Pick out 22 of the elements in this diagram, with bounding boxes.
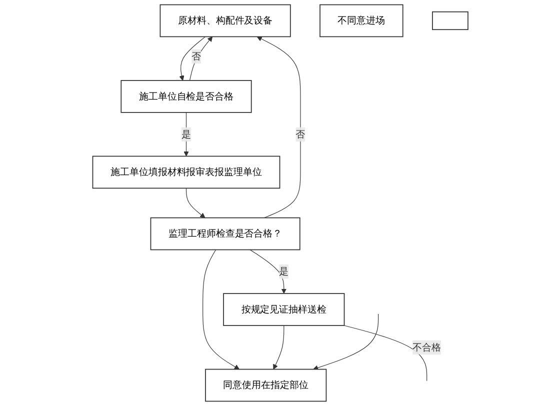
arrow — [186, 188, 205, 218]
connector — [344, 325, 427, 382]
node-box: 施工单位填报材料报审表报监理单位 — [92, 156, 280, 189]
edge-label: 是 — [278, 266, 288, 277]
node-box: 监理工程师检查是否合格？ — [150, 217, 300, 250]
arrow — [272, 325, 284, 370]
node-box: 不同意进场 — [319, 4, 403, 38]
arrow — [189, 36, 212, 81]
node-box: 同意使用在指定部位 — [204, 368, 326, 402]
edge-label: 不合格 — [412, 341, 441, 353]
arrow — [249, 249, 286, 294]
node-box: 按规定见证抽样送检 — [222, 293, 344, 326]
node-box — [432, 11, 468, 30]
node-box: 施工单位自检是否合格 — [120, 80, 252, 113]
arrow — [202, 249, 240, 370]
arrow — [256, 36, 300, 218]
edge-label: 否 — [295, 128, 305, 140]
arrow — [178, 36, 206, 81]
node-box: 原材料、构配件及设备 — [159, 4, 290, 38]
arrow — [312, 314, 378, 370]
edge-label: 否 — [191, 50, 201, 62]
edge-label: 是 — [181, 128, 191, 140]
